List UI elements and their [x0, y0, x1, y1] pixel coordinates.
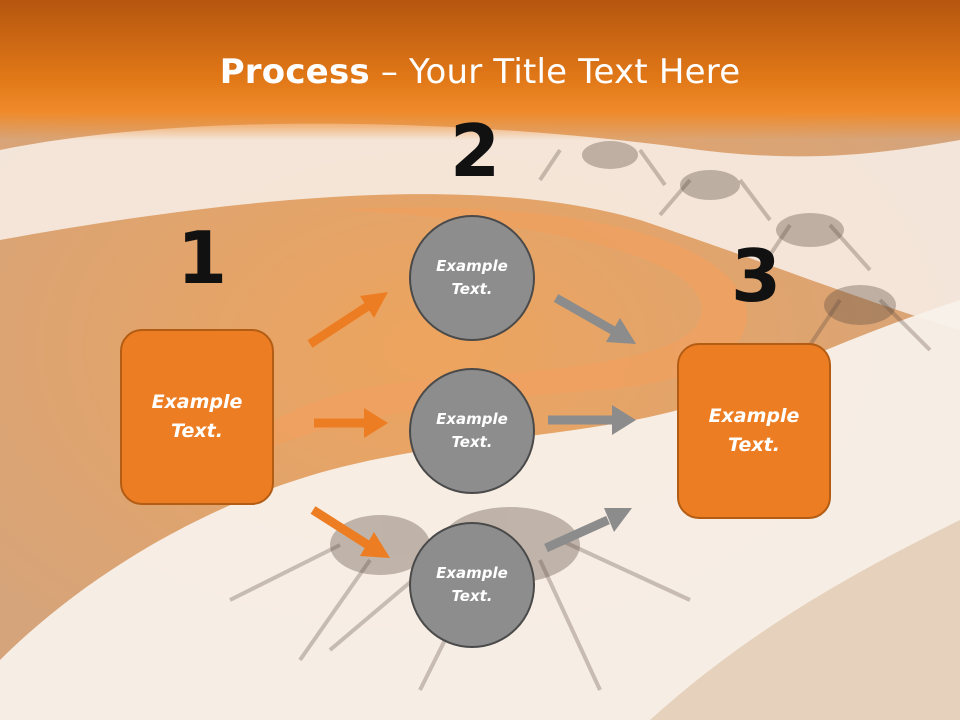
title-bold: Process [219, 52, 370, 92]
circle-middle-text: Example Text. [436, 410, 508, 451]
circle-bottom-text: Example Text. [436, 564, 508, 605]
circle-bottom: Example Text. [409, 522, 535, 648]
gray-arrow-down [553, 294, 636, 344]
slide-title: Process – Your Title Text Here [0, 52, 960, 92]
step-number-3: 3 [731, 234, 782, 318]
step-number-1: 1 [177, 216, 228, 300]
circle-top: Example Text. [409, 215, 535, 341]
orange-arrow-right [314, 408, 388, 438]
orange-arrow-down [310, 506, 390, 558]
circle-middle: Example Text. [409, 368, 535, 494]
start-box: Example Text. [120, 329, 274, 505]
start-box-text: Example Text. [151, 391, 243, 442]
gray-arrow-right [548, 405, 636, 435]
orange-arrow-up [307, 292, 388, 348]
title-rest: – Your Title Text Here [369, 52, 741, 92]
step-number-2: 2 [450, 109, 501, 193]
end-box: Example Text. [677, 343, 831, 519]
gray-arrow-up [544, 508, 632, 553]
end-box-text: Example Text. [708, 405, 800, 456]
header-band [0, 0, 960, 140]
circle-top-text: Example Text. [436, 257, 508, 298]
